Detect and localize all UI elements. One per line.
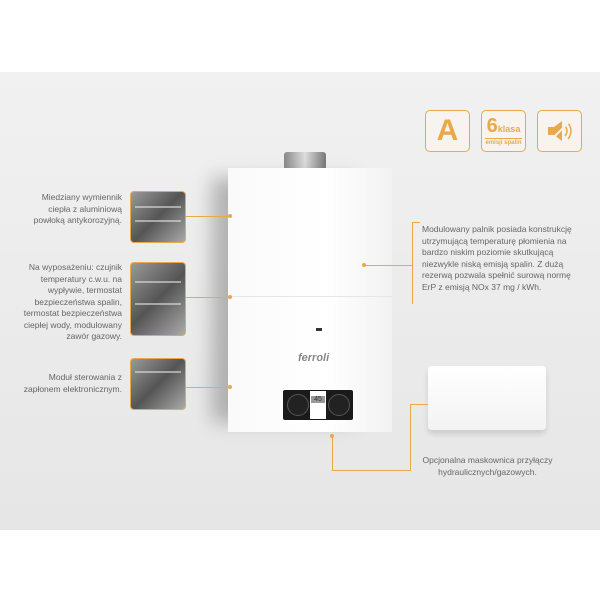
energy-class-badge: A (425, 110, 470, 152)
emission-word: klasa (497, 124, 521, 134)
components-image (130, 262, 186, 336)
indicator-light (316, 328, 322, 331)
callout-heat-exchanger: Miedziany wymiennik ciepła z aluminiową … (33, 192, 122, 225)
display: 45 (310, 391, 326, 419)
callout-burner: Modulowany palnik posiada konstrukcję ut… (422, 224, 572, 292)
emission-class-badge: 6klasa emisji spalin (481, 110, 526, 152)
control-panel: 45 (283, 390, 353, 420)
callout-control-module: Moduł sterowania z zapłonem elektroniczn… (23, 372, 122, 394)
speaker-muted-icon (547, 119, 572, 143)
emission-sub: emisji spalin (485, 138, 522, 146)
display-value: 45 (311, 396, 325, 403)
callout-cover: Opcjonalna maskownica przyłączy hydrauli… (422, 455, 553, 477)
emission-number: 6 (486, 115, 498, 137)
temperature-knob[interactable] (287, 394, 309, 416)
cover-accessory-image (428, 366, 546, 430)
power-knob[interactable] (328, 394, 350, 416)
energy-class: A (436, 114, 459, 147)
brand-logo: ferroli (298, 352, 330, 364)
control-module-image (130, 358, 186, 410)
heat-exchanger-image (130, 191, 186, 243)
callout-equipment: Na wyposażeniu: czujnik temperatury c.w.… (23, 262, 122, 341)
silent-badge (537, 110, 582, 152)
water-heater: ferroli 45 (228, 168, 392, 432)
flue-pipe (284, 152, 326, 170)
